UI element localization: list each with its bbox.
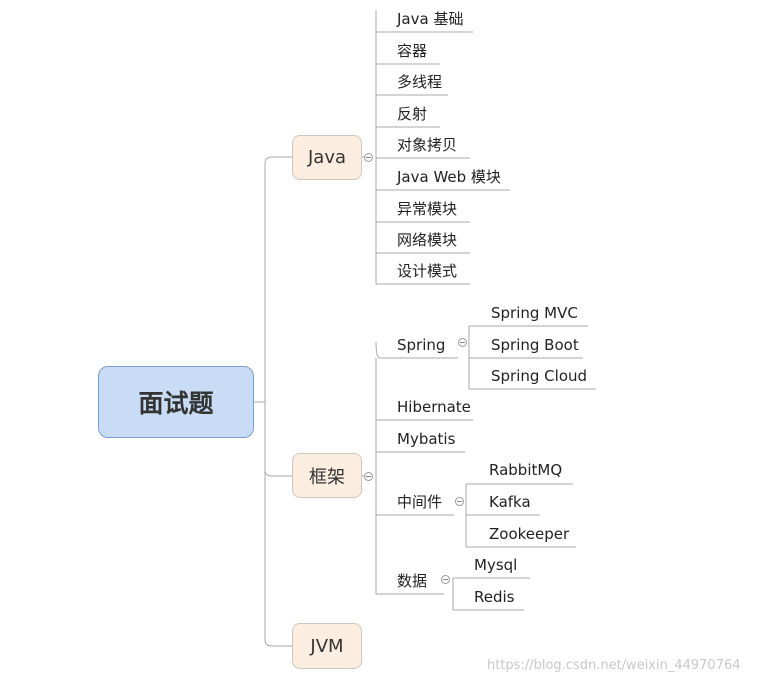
topic-framework[interactable]: 框架 [292,453,362,498]
java-item[interactable]: 反射 [397,105,428,123]
data-item[interactable]: Mysql [474,556,518,574]
data-item[interactable]: Redis [474,588,515,606]
framework-middleware[interactable]: 中间件 [397,493,443,511]
middleware-item[interactable]: Zookeeper [489,525,570,543]
framework-hibernate[interactable]: Hibernate [397,398,471,416]
java-item[interactable]: 异常模块 [397,200,458,218]
middleware-item[interactable]: Kafka [489,493,531,511]
collapse-data-icon[interactable] [441,575,450,584]
collapse-spring-icon[interactable] [458,338,467,347]
java-item[interactable]: 容器 [397,42,428,60]
middleware-item[interactable]: RabbitMQ [489,461,563,479]
watermark: https://blog.csdn.net/weixin_44970764 [487,658,741,673]
spring-item[interactable]: Spring Cloud [491,367,588,385]
java-item[interactable]: 设计模式 [397,262,458,280]
java-item[interactable]: Java 基础 [397,10,464,28]
collapse-framework-icon[interactable] [364,472,373,481]
java-item[interactable]: 对象拷贝 [397,136,458,154]
spring-item[interactable]: Spring MVC [491,304,578,322]
framework-spring[interactable]: Spring [397,336,446,354]
topic-java[interactable]: Java [292,135,362,180]
topic-jvm[interactable]: JVM [292,623,362,669]
framework-data[interactable]: 数据 [397,572,428,590]
java-item[interactable]: 网络模块 [397,231,458,249]
spring-item[interactable]: Spring Boot [491,336,579,354]
java-item[interactable]: 多线程 [397,73,443,91]
collapse-middleware-icon[interactable] [455,497,464,506]
root-node[interactable]: 面试题 [98,366,254,438]
framework-mybatis[interactable]: Mybatis [397,430,456,448]
collapse-java-icon[interactable] [364,153,373,162]
java-item[interactable]: Java Web 模块 [397,168,501,186]
